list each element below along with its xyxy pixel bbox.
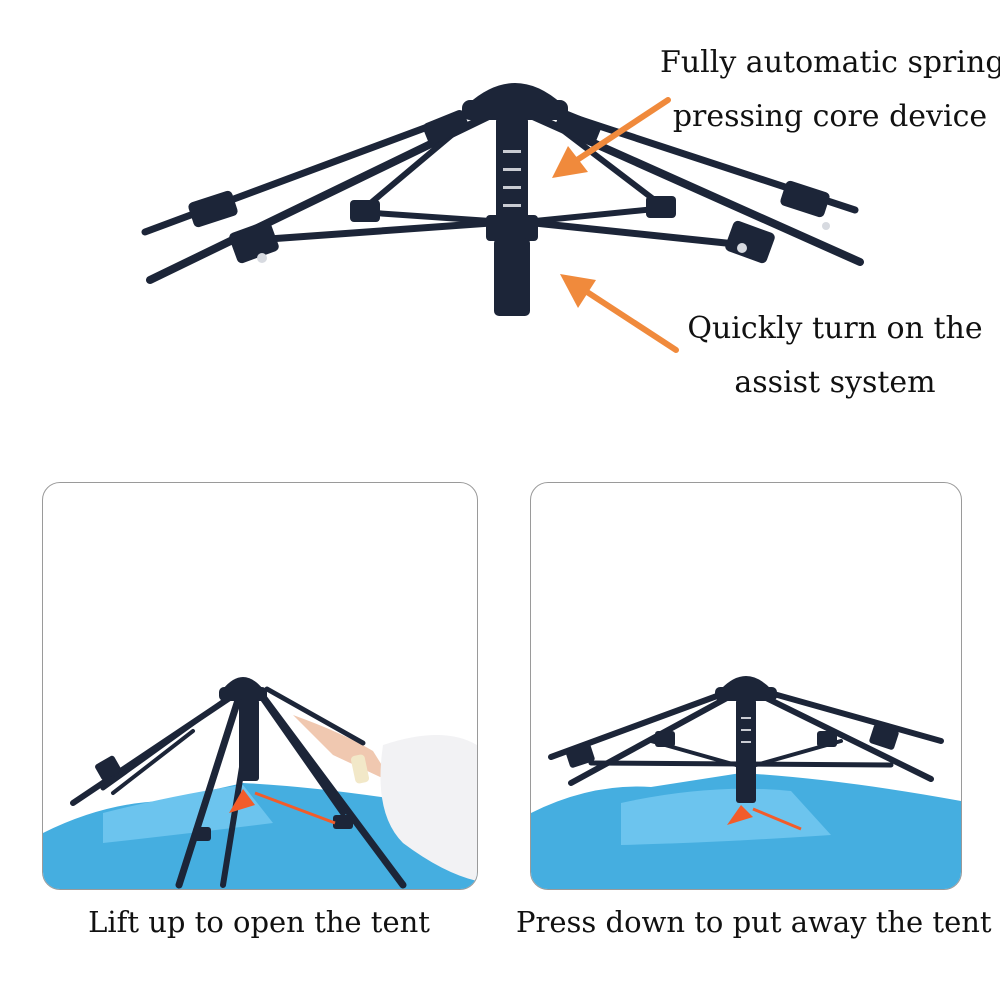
arrow-to-spring-icon: [552, 97, 671, 178]
panel-press-down: [530, 482, 962, 890]
callout-spring-line-2: pressing core device: [672, 99, 988, 134]
lift-up-photo: [43, 677, 477, 889]
arrow-to-assist-icon: [560, 274, 679, 353]
callout-spring-line-1: Fully automatic spring: [660, 45, 1000, 80]
tent-hub-illustration: [141, 83, 864, 316]
panel-lift-up: [42, 482, 478, 890]
callout-assist-line-1: Quickly turn on the: [687, 311, 983, 346]
press-down-photo: [531, 676, 961, 889]
caption-lift-up: Lift up to open the tent: [88, 905, 430, 939]
callout-assist-system: Quickly turn on the assist system: [680, 302, 990, 410]
callout-spring-core: Fully automatic spring pressing core dev…: [660, 36, 1000, 144]
caption-press-down: Press down to put away the tent: [516, 905, 992, 939]
callout-assist-line-2: assist system: [734, 365, 936, 400]
